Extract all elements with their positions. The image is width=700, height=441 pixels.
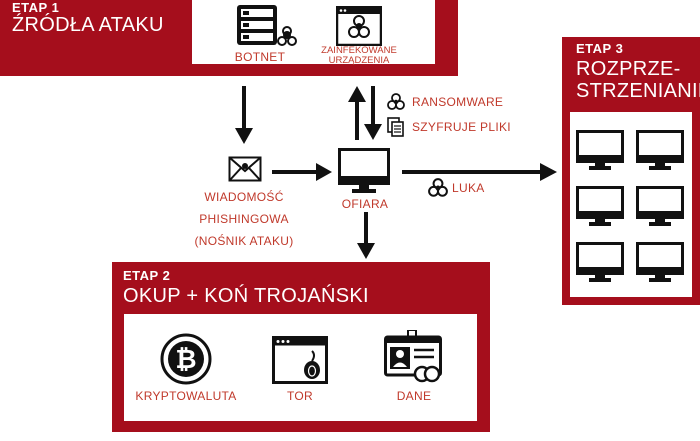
monitor-icon [636, 242, 684, 284]
monitor-icon [636, 186, 684, 228]
server-icon [237, 5, 301, 47]
phishing-label: WIADOMOŚĆ PHISHINGOWA (NOŚNIK ATAKU) [194, 190, 294, 248]
stage3-title: ROZPRZE- STRZENIANIE [576, 58, 700, 102]
vulnerability-label: LUKA [452, 181, 485, 195]
tor-browser-icon [272, 336, 328, 384]
infected-window-icon [336, 6, 382, 46]
stage1-title: ŹRÓDŁA ATAKU [12, 14, 164, 36]
files-icon [387, 117, 405, 137]
biohazard-icon [387, 93, 405, 111]
infected-devices-label: ZAINFEKOWANE URZĄDZENIA [321, 45, 397, 66]
data-label: DANE [396, 389, 432, 403]
crypto-label: KRYPTOWALUTA [135, 389, 237, 403]
bitcoin-icon: ₿ [160, 333, 212, 385]
victim-label: OFIARA [341, 197, 389, 211]
monitor-icon [576, 130, 624, 172]
tor-label: TOR [286, 389, 313, 403]
stage1-tag: ETAP 1 [12, 0, 60, 15]
monitor-icon [576, 242, 624, 284]
biohazard-icon [428, 178, 448, 198]
botnet-label: BOTNET [234, 50, 286, 64]
monitor-icon [576, 186, 624, 228]
monitor-icon [338, 148, 390, 194]
ransomware-label: RANSOMWARE [412, 95, 504, 109]
networked-computers [576, 130, 688, 290]
svg-text:₿: ₿ [175, 344, 196, 374]
encrypts-label: SZYFRUJE PLIKI [412, 120, 511, 134]
monitor-icon [636, 130, 684, 172]
id-card-icon [384, 330, 444, 386]
envelope-icon [228, 156, 262, 182]
stage1-content-box [192, 0, 435, 64]
stage3-tag: ETAP 3 [576, 41, 624, 56]
stage2-tag: ETAP 2 [123, 268, 171, 283]
stage2-title: OKUP + KOŃ TROJAŃSKI [123, 285, 369, 307]
